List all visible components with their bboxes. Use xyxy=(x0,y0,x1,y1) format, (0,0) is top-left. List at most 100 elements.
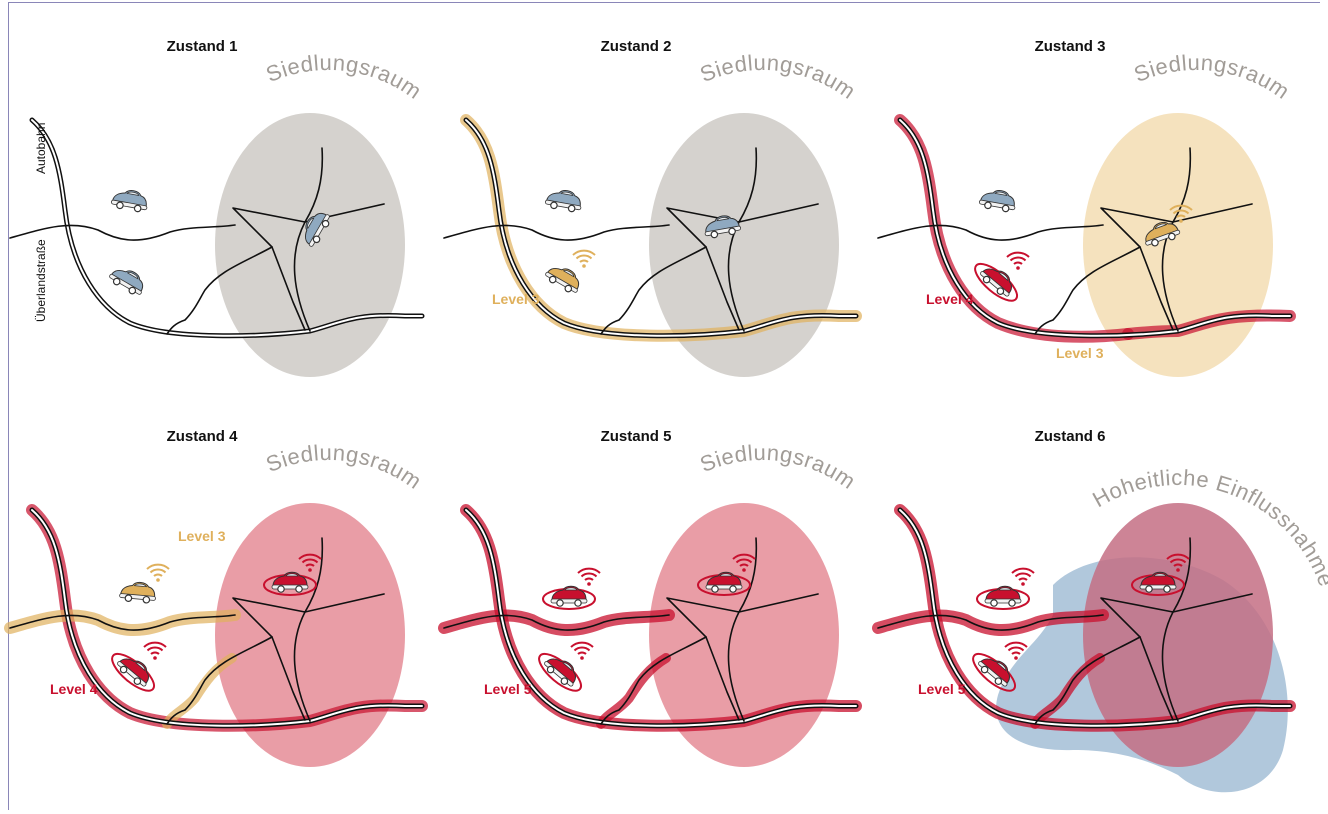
car-plain-body xyxy=(977,186,1019,214)
country-road xyxy=(9,614,236,631)
wifi-icon xyxy=(572,249,596,269)
settlement-road-south xyxy=(1139,246,1174,331)
level-label: Level 5 xyxy=(918,681,966,697)
wifi-icon-glyph xyxy=(1011,567,1035,587)
wifi-icon xyxy=(570,641,594,661)
country-road xyxy=(443,224,670,241)
panel-title-6: Zustand 6 xyxy=(1034,428,1106,445)
wifi-icon-glyph xyxy=(143,641,167,661)
panel-title-2: Zustand 2 xyxy=(600,38,672,55)
car-plain xyxy=(977,186,1019,214)
settlement-road-east xyxy=(738,593,819,613)
wifi-icon xyxy=(577,567,601,587)
level-label: Level 5 xyxy=(484,681,532,697)
panel-title-1: Zustand 1 xyxy=(166,38,238,55)
panel-title-3: Zustand 3 xyxy=(1034,38,1106,55)
wifi-icon xyxy=(1006,251,1030,271)
level-label: Level 3 xyxy=(1056,345,1104,361)
car-level5 xyxy=(538,650,583,692)
zone-label: Siedlungsraum xyxy=(263,440,427,494)
country-road xyxy=(443,614,670,631)
car-level5-body xyxy=(541,650,583,690)
settlement-road-east xyxy=(1172,203,1253,223)
zone-label: Siedlungsraum xyxy=(697,50,861,104)
motorway-center xyxy=(31,509,423,727)
settlement-road-east xyxy=(304,593,385,613)
car-level3-body xyxy=(542,259,586,297)
wifi-icon xyxy=(143,641,167,661)
settlement-area xyxy=(215,503,405,767)
car-plain-body xyxy=(109,186,151,214)
zone-label: Siedlungsraum xyxy=(263,50,427,104)
settlement-road-south xyxy=(271,636,306,721)
car-level3 xyxy=(542,259,586,297)
settlement-area xyxy=(649,503,839,767)
car-level5 xyxy=(697,571,751,596)
level-label: Level 3 xyxy=(492,291,540,307)
country-road xyxy=(877,224,1104,241)
car-level5 xyxy=(972,650,1017,692)
car-level3-body xyxy=(118,580,158,605)
settlement-road-south xyxy=(1139,636,1174,721)
level-label: Level 4 xyxy=(926,291,974,307)
car-level5 xyxy=(1131,571,1185,596)
panel-title-4: Zustand 4 xyxy=(166,428,238,445)
wifi-icon-glyph xyxy=(1006,251,1030,271)
wifi-icon-glyph xyxy=(577,567,601,587)
car-level4-body xyxy=(114,650,156,690)
level-label: Level 4 xyxy=(50,681,98,697)
wifi-icon xyxy=(1011,567,1035,587)
settlement-area xyxy=(649,113,839,377)
car-plain xyxy=(109,186,151,214)
settlement-road-east xyxy=(1172,593,1253,613)
settlement-road-west xyxy=(166,207,306,335)
country-road xyxy=(877,614,1104,631)
settlement-road-west xyxy=(600,207,740,335)
motorway-center xyxy=(899,119,1291,337)
settlement-road-west xyxy=(600,597,740,725)
figure-frame xyxy=(8,2,1320,810)
car-level5 xyxy=(976,585,1030,610)
settlement-road-west xyxy=(1034,597,1174,725)
motorway-label: Autobahn xyxy=(34,123,48,174)
settlement-road-south xyxy=(705,246,740,331)
motorway-center xyxy=(465,509,857,727)
country-road-label: Überlandstraße xyxy=(34,239,48,322)
settlement-road-east xyxy=(738,203,819,223)
car-level4-body xyxy=(977,260,1019,300)
wifi-icon xyxy=(146,563,170,583)
panel-6: Hoheitliche EinflussnahmeLevel 5 xyxy=(872,465,1328,793)
motorway-center xyxy=(465,119,857,337)
panel-title-5: Zustand 5 xyxy=(600,428,672,445)
car-plain xyxy=(106,261,150,299)
settlement-road-west xyxy=(166,597,306,725)
car-level4 xyxy=(263,571,317,596)
motorway-center xyxy=(31,119,423,337)
zone-label: Siedlungsraum xyxy=(697,440,861,494)
motorway-center xyxy=(899,509,1291,727)
country-road xyxy=(9,224,236,241)
wifi-icon-glyph xyxy=(570,641,594,661)
car-plain xyxy=(543,186,585,214)
settlement-road-south xyxy=(271,246,306,331)
settlement-area xyxy=(1083,113,1273,377)
car-level5 xyxy=(542,585,596,610)
settlement-road-west xyxy=(1034,207,1174,335)
settlement-area xyxy=(1083,503,1273,767)
wifi-icon-glyph xyxy=(572,249,596,269)
car-level4 xyxy=(111,650,156,692)
zone-label: Siedlungsraum xyxy=(1131,50,1295,104)
car-level3 xyxy=(118,580,158,605)
settlement-road-south xyxy=(705,636,740,721)
wifi-icon-glyph xyxy=(146,563,170,583)
car-plain-body xyxy=(106,261,150,299)
car-plain-body xyxy=(543,186,585,214)
level-label: Level 3 xyxy=(178,528,226,544)
car-level4 xyxy=(974,260,1019,302)
